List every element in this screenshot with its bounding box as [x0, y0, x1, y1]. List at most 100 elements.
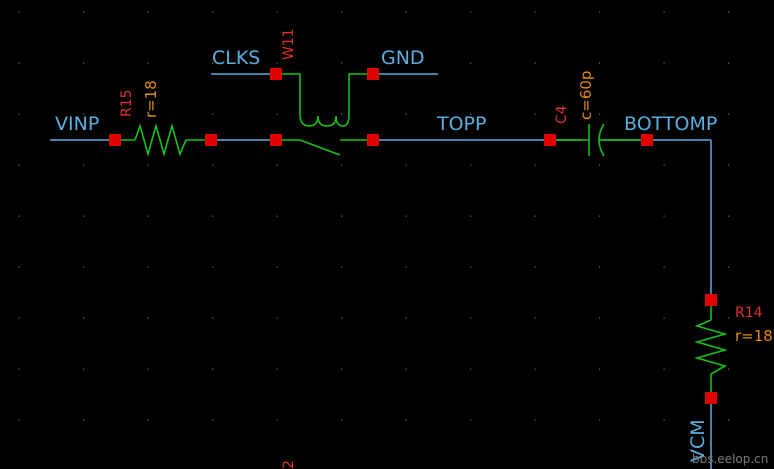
param-label-r15: r=18	[142, 80, 160, 118]
grid-dot	[212, 113, 214, 115]
grid-dot	[470, 266, 472, 268]
pin-r14-bottom[interactable]	[705, 392, 717, 404]
instance-label-r15: R15	[119, 89, 135, 117]
grid-dot	[147, 266, 149, 268]
grid-dot	[663, 419, 665, 421]
pin-w11-gnd[interactable]	[367, 68, 379, 80]
grid-dot	[276, 266, 278, 268]
grid-dot	[663, 368, 665, 370]
grid-dot	[83, 317, 85, 319]
net-label-topp[interactable]: TOPP	[436, 113, 486, 135]
grid-dot	[405, 11, 407, 13]
grid-dot	[663, 215, 665, 217]
net-label-bottomp[interactable]: BOTTOMP	[624, 113, 717, 135]
grid-dot	[728, 215, 730, 217]
grid-dot	[728, 317, 730, 319]
pin-c4-left[interactable]	[544, 134, 556, 146]
grid-dot	[470, 11, 472, 13]
grid-dot	[663, 317, 665, 319]
grid-dot	[470, 419, 472, 421]
grid-dot	[663, 164, 665, 166]
grid-dot	[405, 317, 407, 319]
grid-dots	[18, 11, 730, 421]
grid-dot	[147, 419, 149, 421]
pins	[109, 68, 717, 404]
instance-label-partial: 2	[281, 460, 297, 469]
grid-dot	[83, 215, 85, 217]
grid-dot	[341, 113, 343, 115]
grid-dot	[341, 62, 343, 64]
grid-dot	[728, 266, 730, 268]
net-label-gnd[interactable]: GND	[381, 47, 425, 69]
pin-w11-in[interactable]	[270, 134, 282, 146]
grid-dot	[599, 317, 601, 319]
pin-r15-left[interactable]	[109, 134, 121, 146]
grid-dot	[147, 11, 149, 13]
grid-dot	[341, 368, 343, 370]
pin-w11-ctrl[interactable]	[270, 68, 282, 80]
grid-dot	[599, 368, 601, 370]
grid-dot	[276, 419, 278, 421]
grid-dot	[212, 164, 214, 166]
grid-dot	[534, 11, 536, 13]
grid-dot	[83, 164, 85, 166]
grid-dot	[470, 164, 472, 166]
grid-dot	[83, 419, 85, 421]
grid-dot	[599, 266, 601, 268]
grid-dot	[405, 419, 407, 421]
instance-label-c4: C4	[554, 105, 570, 124]
instance-label-r14: R14	[735, 305, 763, 321]
grid-dot	[147, 113, 149, 115]
pin-r14-top[interactable]	[705, 294, 717, 306]
net-label-vinp[interactable]: VINP	[55, 113, 99, 135]
grid-dot	[470, 368, 472, 370]
grid-dot	[276, 368, 278, 370]
param-label-c4: c=60p	[577, 71, 595, 120]
grid-dot	[663, 62, 665, 64]
grid-dot	[212, 419, 214, 421]
grid-dot	[341, 11, 343, 13]
net-label-clks[interactable]: CLKS	[212, 47, 260, 69]
grid-dot	[599, 164, 601, 166]
switch-w11[interactable]	[276, 73, 373, 156]
grid-dot	[18, 266, 20, 268]
grid-dot	[728, 419, 730, 421]
grid-dot	[599, 62, 601, 64]
grid-dot	[534, 215, 536, 217]
grid-dot	[470, 62, 472, 64]
grid-dot	[728, 164, 730, 166]
grid-dot	[470, 215, 472, 217]
grid-dot	[18, 419, 20, 421]
grid-dot	[147, 62, 149, 64]
capacitor-c4[interactable]	[550, 123, 647, 157]
grid-dot	[405, 266, 407, 268]
grid-dot	[470, 317, 472, 319]
pin-w11-out[interactable]	[367, 134, 379, 146]
grid-dot	[534, 419, 536, 421]
grid-dot	[534, 62, 536, 64]
grid-dot	[276, 62, 278, 64]
grid-dot	[534, 164, 536, 166]
grid-dot	[728, 368, 730, 370]
grid-dot	[599, 11, 601, 13]
grid-dot	[83, 266, 85, 268]
grid-dot	[470, 113, 472, 115]
grid-dot	[276, 164, 278, 166]
grid-dot	[405, 62, 407, 64]
grid-dot	[147, 215, 149, 217]
grid-dot	[534, 317, 536, 319]
pin-c4-right[interactable]	[641, 134, 653, 146]
grid-dot	[599, 113, 601, 115]
grid-dot	[728, 62, 730, 64]
grid-dot	[83, 11, 85, 13]
grid-dot	[341, 164, 343, 166]
net-label-vcm[interactable]: VCM	[687, 419, 709, 462]
pin-r15-right[interactable]	[205, 134, 217, 146]
grid-dot	[212, 62, 214, 64]
grid-dot	[599, 215, 601, 217]
grid-dot	[341, 419, 343, 421]
grid-dot	[18, 62, 20, 64]
grid-dot	[405, 164, 407, 166]
